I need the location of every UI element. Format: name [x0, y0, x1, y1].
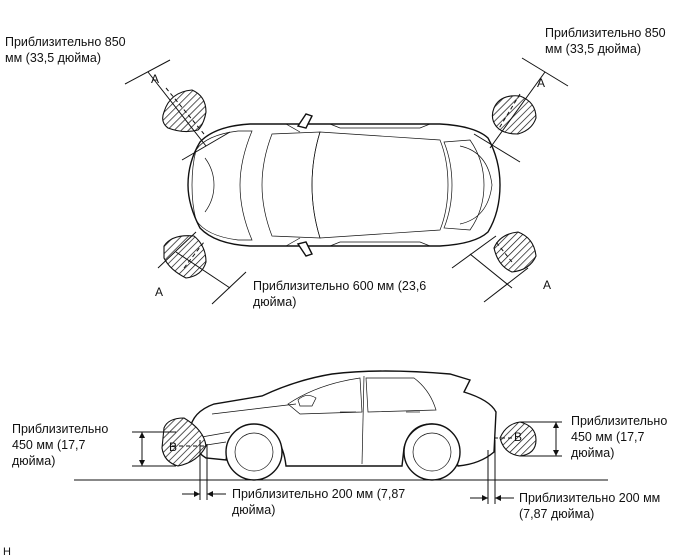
marker-b-rear: B	[514, 430, 522, 444]
dimension-lines-side	[132, 421, 562, 504]
marker-a-rear-left: A	[155, 285, 163, 299]
marker-b-front: B	[169, 440, 177, 454]
marker-a-front-left: A	[151, 72, 159, 86]
detection-zone-side-front	[161, 417, 207, 467]
dimension-lines-top	[124, 57, 569, 305]
label-gap-rear: Приблизительно 200 мм (7,87 дюйма)	[519, 491, 661, 521]
car-top-view	[187, 113, 501, 257]
label-front-left-distance: Приблизительно 850 мм (33,5 дюйма)	[5, 35, 126, 65]
marker-a-rear-right: A	[543, 278, 551, 292]
label-gap-front: Приблизительно 200 мм (7,87 дюйма)	[232, 487, 406, 517]
label-front-right-distance: Приблизительно 850 мм (33,5 дюйма)	[545, 26, 666, 56]
detection-zone-side-rear	[499, 421, 537, 457]
label-height-front: Приблизительно 450 мм (17,7 дюйма)	[12, 422, 109, 468]
detection-zone-rear-left	[163, 235, 207, 279]
label-height-rear: Приблизительно 450 мм (17,7 дюйма)	[571, 414, 668, 460]
marker-a-front-right: A	[537, 76, 545, 90]
figure-code: H	[3, 546, 11, 558]
detection-zone-rear-right	[493, 231, 537, 273]
label-rear-distance: Приблизительно 600 мм (23,6 дюйма)	[253, 279, 427, 309]
car-side-view	[189, 370, 497, 481]
